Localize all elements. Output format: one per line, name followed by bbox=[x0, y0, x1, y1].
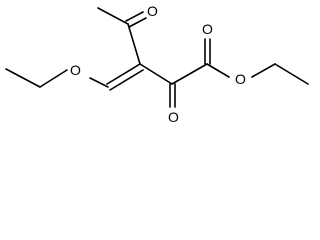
bond-alkene-a bbox=[106, 63, 141, 85]
atom-o-ketone-top: O bbox=[147, 3, 158, 19]
atom-o-ketone-bottom: O bbox=[168, 109, 179, 125]
bond-methine-ether-o bbox=[89, 77, 109, 88]
skeletal-formula: O O O O O bbox=[5, 3, 309, 125]
bond-keto-to-ester-c bbox=[171, 63, 208, 85]
bond-ester-ch2-ch3 bbox=[274, 63, 309, 85]
atom-labels: O O O O O bbox=[70, 3, 246, 125]
bond-alkene-b bbox=[109, 69, 144, 91]
atom-o-ester-carbonyl: O bbox=[202, 21, 213, 37]
bond-alkene-to-keto-c bbox=[139, 63, 173, 85]
bond-acetyl-carbonyl-c-o-b bbox=[128, 17, 147, 28]
bond-ether-o-ch2 bbox=[39, 69, 68, 88]
atom-o-ether: O bbox=[70, 62, 81, 78]
bond-acetyl-methyl bbox=[97, 7, 129, 25]
bonds bbox=[5, 7, 309, 108]
bond-ester-o-ch2 bbox=[251, 63, 276, 78]
bond-acetyl-to-alkene bbox=[127, 23, 141, 65]
bond-ester-c-to-o bbox=[206, 63, 230, 78]
bond-ethyl-ch2-ch3 bbox=[5, 68, 41, 88]
atom-o-ester-single: O bbox=[235, 71, 246, 87]
bond-acetyl-carbonyl-c-o-a bbox=[125, 11, 144, 22]
